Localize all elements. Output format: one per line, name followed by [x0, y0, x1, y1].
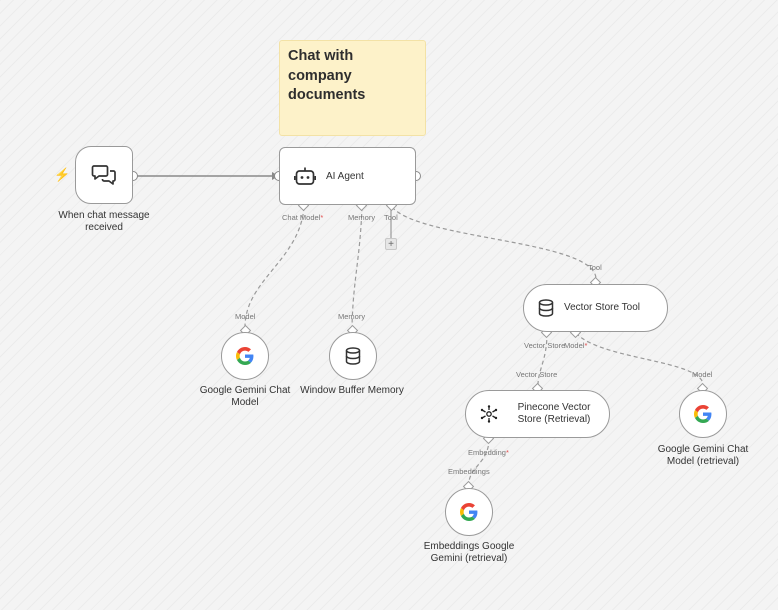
node-gemini-chat-model-retrieval[interactable]	[679, 390, 727, 438]
robot-icon	[294, 167, 316, 185]
database-icon	[538, 299, 554, 317]
port-label-pine-embedding: Embedding*	[468, 448, 509, 457]
google-g-icon	[460, 503, 478, 521]
trigger-label: When chat message received	[58, 210, 150, 233]
vector-store-tool-title: Vector Store Tool	[564, 302, 640, 313]
port-label-pine-in: Vector Store	[516, 370, 558, 379]
port-label-model-in-retrieval: Model	[692, 370, 713, 379]
embeddings-label: Embeddings Google Gemini (retrieval)	[423, 541, 515, 564]
port-label-vst-model: Model*	[564, 341, 588, 350]
node-vector-store-tool[interactable]: Vector Store Tool	[523, 284, 668, 332]
port-label-tool: Tool	[384, 213, 398, 222]
edge-tool	[391, 206, 597, 280]
pinecone-title: Pinecone Vector Store (Retrieval)	[517, 402, 591, 425]
port-label-vst-vector-store: Vector Store	[524, 341, 566, 350]
gemini-retrieval-label: Google Gemini Chat Model (retrieval)	[657, 444, 749, 467]
database-icon	[345, 347, 361, 365]
port-label-model-in: Model	[235, 312, 256, 321]
node-window-buffer-memory[interactable]	[329, 332, 377, 380]
node-ai-agent[interactable]: AI Agent	[279, 147, 416, 205]
node-embeddings-google-gemini[interactable]	[445, 488, 493, 536]
port-label-chat-model: Chat Model*	[282, 213, 324, 222]
google-g-icon	[236, 347, 254, 365]
window-buffer-label: Window Buffer Memory	[300, 385, 404, 396]
sticky-note[interactable]: Chat with company documents	[279, 40, 426, 136]
edge-model-retrieval	[575, 332, 704, 386]
port-label-tool-in: Tool	[588, 263, 602, 272]
port-label-memory: Memory	[348, 213, 376, 222]
agent-title: AI Agent	[326, 170, 364, 182]
pinecone-icon	[480, 405, 498, 423]
gemini-chat-label: Google Gemini Chat Model	[199, 385, 291, 408]
node-gemini-chat-model[interactable]	[221, 332, 269, 380]
port-label-memory-in: Memory	[338, 312, 366, 321]
google-g-icon	[694, 405, 712, 423]
edge-embedding	[468, 438, 490, 484]
node-pinecone-vector-store[interactable]: Pinecone Vector Store (Retrieval)	[465, 390, 610, 438]
chat-bubbles-icon	[91, 165, 116, 185]
add-tool-button[interactable]: +	[385, 238, 397, 250]
edge-chat-model	[244, 206, 305, 328]
lightning-icon: ⚡	[54, 167, 71, 182]
edge-memory	[351, 206, 363, 328]
node-chat-trigger[interactable]	[75, 146, 133, 204]
edge-vector-store	[537, 332, 548, 386]
port-label-embeddings-in: Embeddings	[448, 467, 490, 476]
